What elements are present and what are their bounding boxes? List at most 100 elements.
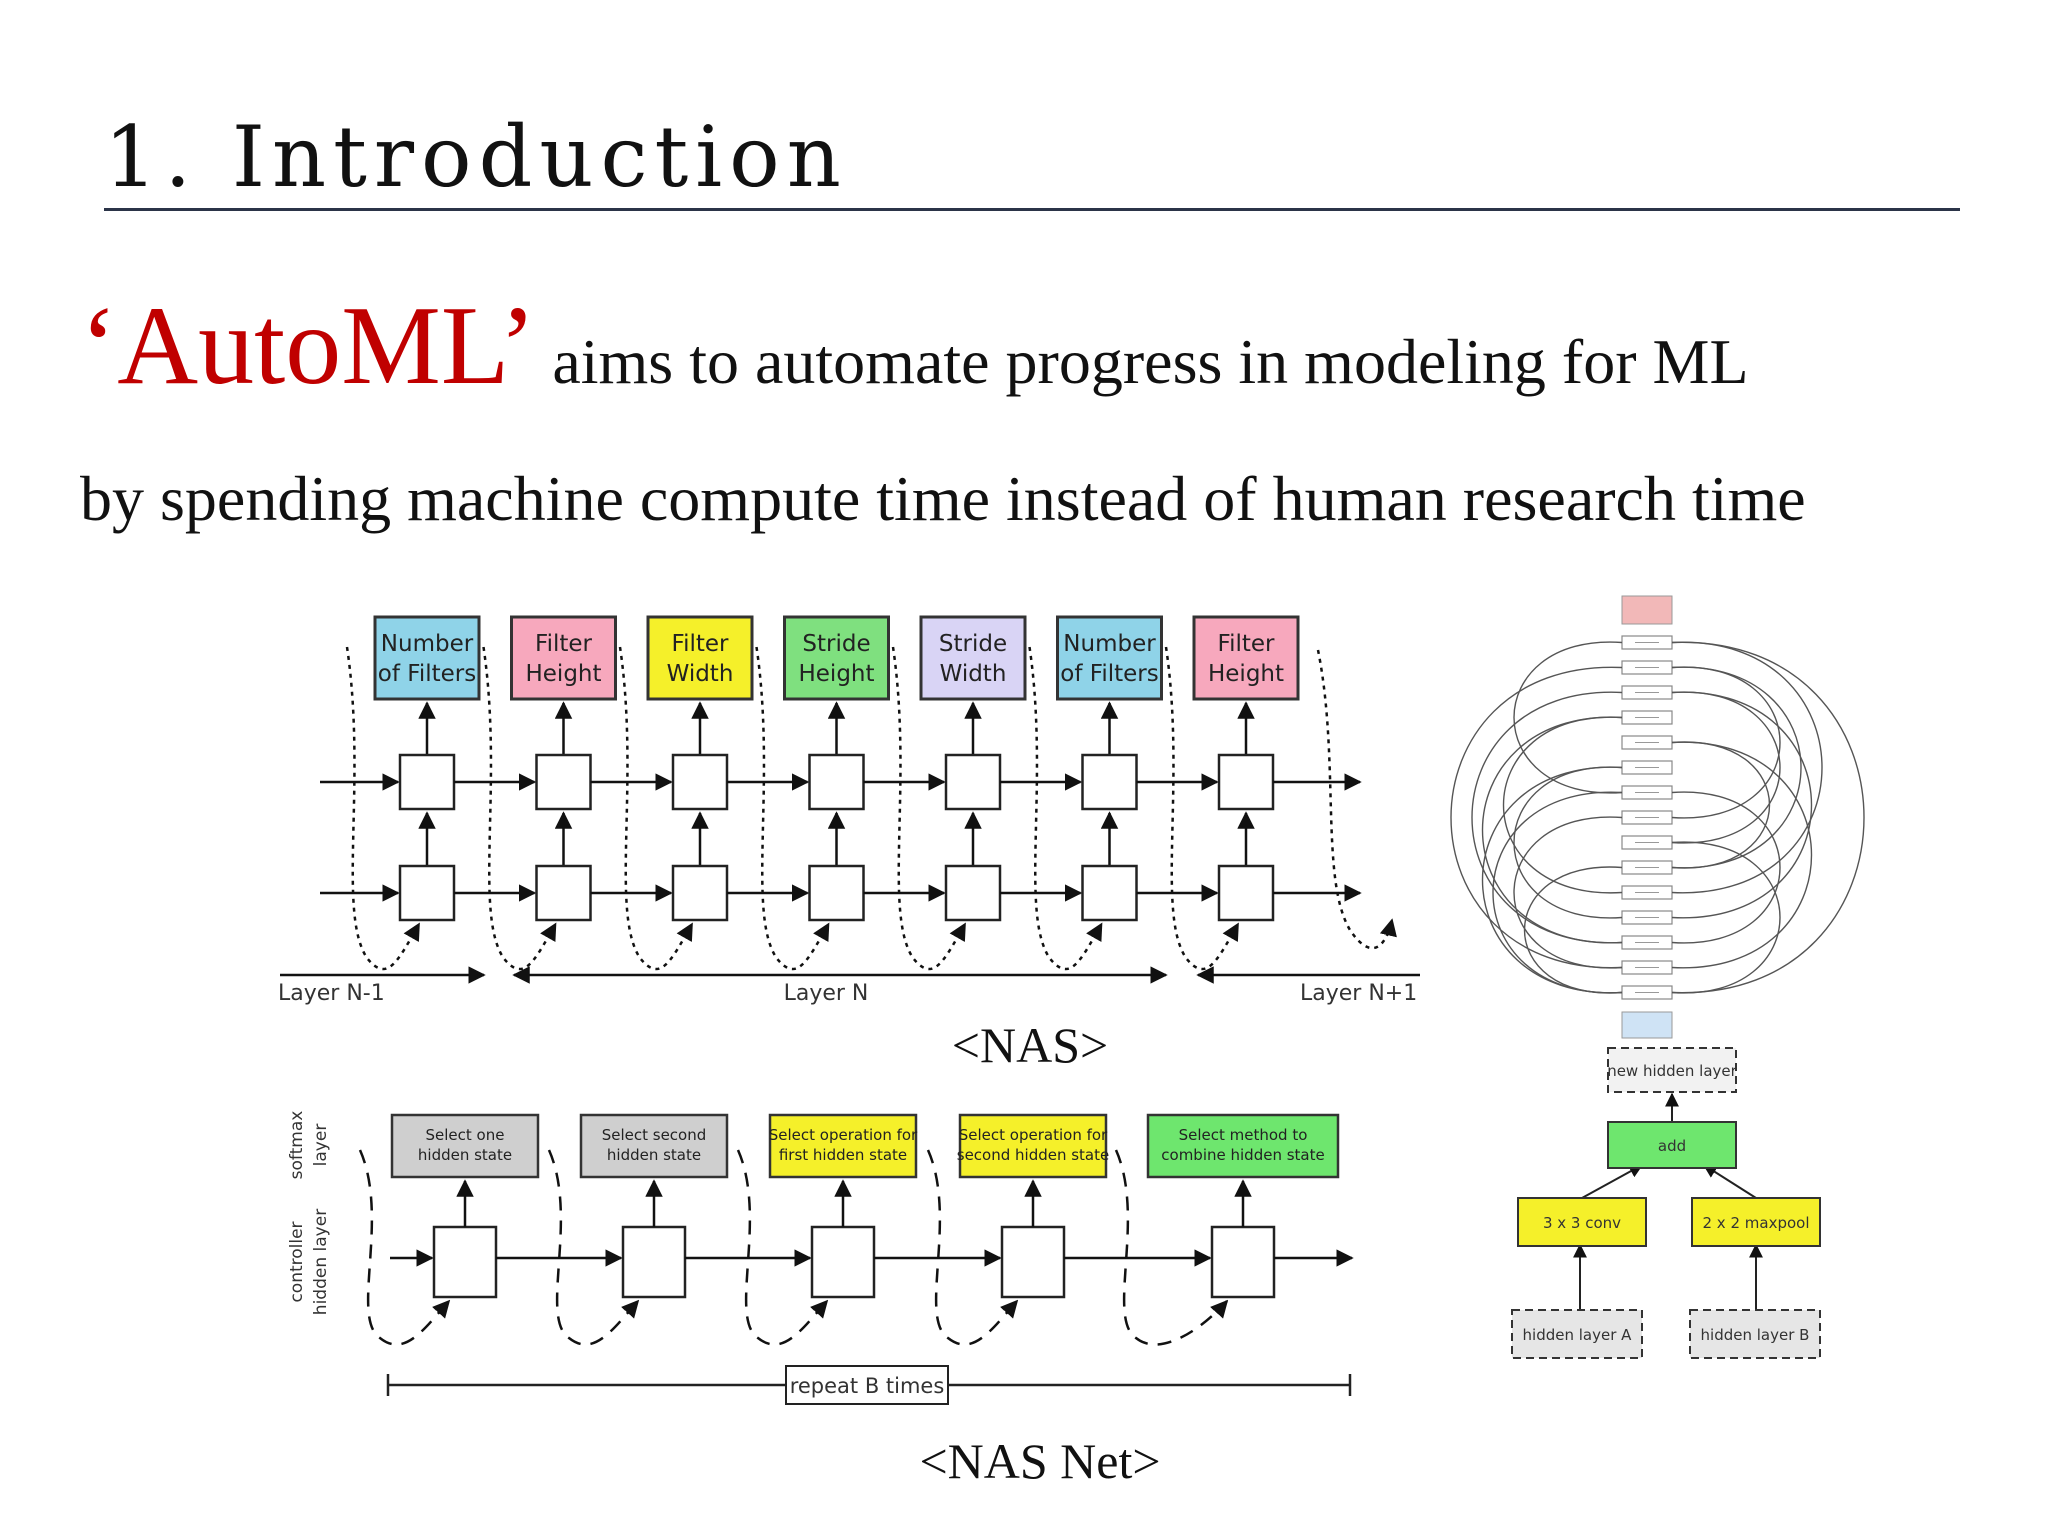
arch-edge xyxy=(1671,691,1781,844)
nas-block-label: Stride xyxy=(802,631,870,657)
headline-line-2: by spending machine compute time instead… xyxy=(80,463,1806,534)
svg-text:softmax: softmax xyxy=(287,1111,307,1180)
nasnet-cell xyxy=(1000,1225,1066,1299)
nas-block-1 xyxy=(373,615,481,701)
nasnet-block-4 xyxy=(958,1113,1108,1179)
nasnet-feedback-arrow xyxy=(547,1149,640,1346)
arch-edge xyxy=(1450,666,1623,969)
nasnet-block-label: Select second xyxy=(602,1126,707,1144)
nasnet-block-label: Select operation for xyxy=(769,1126,918,1144)
automl-term: ‘AutoML’ xyxy=(80,284,537,408)
headline-rest: aims to automate progress in modeling fo… xyxy=(536,326,1749,397)
nas-block-label: Filter xyxy=(535,631,593,657)
nas-block-label: of Filters xyxy=(378,661,476,687)
svg-text:controller: controller xyxy=(287,1221,307,1302)
nas-cell-top xyxy=(535,753,592,811)
arch-edge xyxy=(1671,741,1770,869)
nasnet-cell xyxy=(810,1225,876,1299)
nas-cell-bottom xyxy=(1081,864,1138,922)
nasnet-block-label: Select operation for xyxy=(959,1126,1108,1144)
nas-cell-bottom xyxy=(1217,864,1275,922)
nas-cell-top xyxy=(1217,753,1275,811)
nas-block-label: of Filters xyxy=(1060,661,1158,687)
nasnet-cell xyxy=(621,1225,687,1299)
nas-cell-top xyxy=(944,753,1002,811)
nas-block-label: Height xyxy=(525,661,601,687)
arch-edge xyxy=(1513,641,1623,794)
svg-text:hidden layer A: hidden layer A xyxy=(1523,1326,1633,1344)
svg-text:layer: layer xyxy=(311,1124,331,1167)
nas-cell-top xyxy=(398,753,456,811)
nas-cell-bottom xyxy=(944,864,1002,922)
op-b-box xyxy=(1691,1197,1821,1247)
nas-block-3 xyxy=(646,615,754,701)
nasnet-cell xyxy=(432,1225,498,1299)
nas-block-2 xyxy=(510,615,617,701)
cell-diagram: new hidden layer add 3 x 3 conv 2 x 2 ma… xyxy=(1511,1047,1821,1359)
svg-text:add: add xyxy=(1658,1137,1686,1155)
nas-block-label: Height xyxy=(1208,661,1284,687)
title-rule xyxy=(104,208,1960,211)
nasnet-block-label: second hidden state xyxy=(957,1146,1109,1164)
arch-edge xyxy=(1492,791,1623,994)
slide-title: 1. Introduction xyxy=(104,108,848,206)
nasnet-block-label: combine hidden state xyxy=(1161,1146,1324,1164)
arch-edge xyxy=(1671,641,1823,894)
nasnet-feedback-arrow xyxy=(1114,1149,1229,1346)
nas-cell-bottom xyxy=(671,864,729,922)
nas-cell-top xyxy=(1081,753,1138,811)
nas-block-label: Number xyxy=(381,631,474,657)
nasnet-caption: <NAS Net> xyxy=(919,1433,1160,1489)
nas-block-label: Filter xyxy=(1218,631,1276,657)
nasnet-block-3 xyxy=(768,1113,918,1179)
layer-next-label: Layer N+1 xyxy=(1300,981,1417,1006)
nasnet-block-label: hidden state xyxy=(418,1146,512,1164)
axis-softmax: softmax layer xyxy=(287,1111,331,1180)
nasnet-block-label: Select method to xyxy=(1179,1126,1308,1144)
nas-caption: <NAS> xyxy=(952,1017,1108,1073)
nas-cell-bottom xyxy=(808,864,865,922)
nasnet-feedback-arrow xyxy=(736,1149,829,1346)
nasnet-block-5 xyxy=(1146,1113,1340,1179)
arch-edge xyxy=(1524,866,1623,994)
nasnet-block-label: first hidden state xyxy=(779,1146,907,1164)
input-a-box xyxy=(1511,1309,1643,1359)
arch-softmax-node xyxy=(1621,595,1673,625)
nas-block-label: Height xyxy=(798,661,874,687)
new-hidden-layer-box xyxy=(1607,1047,1737,1093)
nasnet-block-2 xyxy=(579,1113,729,1179)
nasnet-feedback-arrow xyxy=(358,1149,451,1346)
svg-text:hidden layer: hidden layer xyxy=(311,1209,331,1315)
nas-block-label: Filter xyxy=(672,631,730,657)
add-box xyxy=(1607,1121,1737,1169)
headline-line-1: ‘AutoML’ aims to automate progress in mo… xyxy=(80,282,1749,411)
nasnet-block-label: Select one xyxy=(426,1126,505,1144)
axis-controller-hidden: controller hidden layer xyxy=(287,1209,331,1315)
repeat-label: repeat B times xyxy=(790,1374,945,1398)
arch-edge xyxy=(1671,691,1812,919)
nas-block-label: Stride xyxy=(939,631,1007,657)
nas-block-6 xyxy=(1056,615,1163,701)
nasnet-cell xyxy=(1210,1225,1276,1299)
arch-edge xyxy=(1513,816,1623,969)
repeat-box xyxy=(785,1365,949,1405)
arch-input-node xyxy=(1621,1011,1673,1039)
arch-edge xyxy=(1671,741,1812,969)
nas-block-label: Number xyxy=(1063,631,1156,657)
nas-cell-top xyxy=(808,753,865,811)
nas-block-label: Width xyxy=(667,661,734,687)
nas-cell-top xyxy=(671,753,729,811)
svg-text:2 x 2 maxpool: 2 x 2 maxpool xyxy=(1703,1214,1810,1232)
layer-prev-label: Layer N-1 xyxy=(278,981,385,1006)
svg-text:3 x 3 conv: 3 x 3 conv xyxy=(1543,1214,1621,1232)
nas-block-7 xyxy=(1192,615,1300,701)
arch-edge xyxy=(1671,666,1802,869)
arch-edge xyxy=(1482,716,1623,944)
arch-edge xyxy=(1482,766,1623,994)
arch-edge xyxy=(1671,666,1781,819)
arch-edge xyxy=(1503,716,1623,894)
nas-feedback-arrow xyxy=(1316,649,1397,950)
layer-cur-label: Layer N xyxy=(784,981,869,1006)
nasnet-block-1 xyxy=(390,1113,540,1179)
arch-edge xyxy=(1513,766,1623,919)
